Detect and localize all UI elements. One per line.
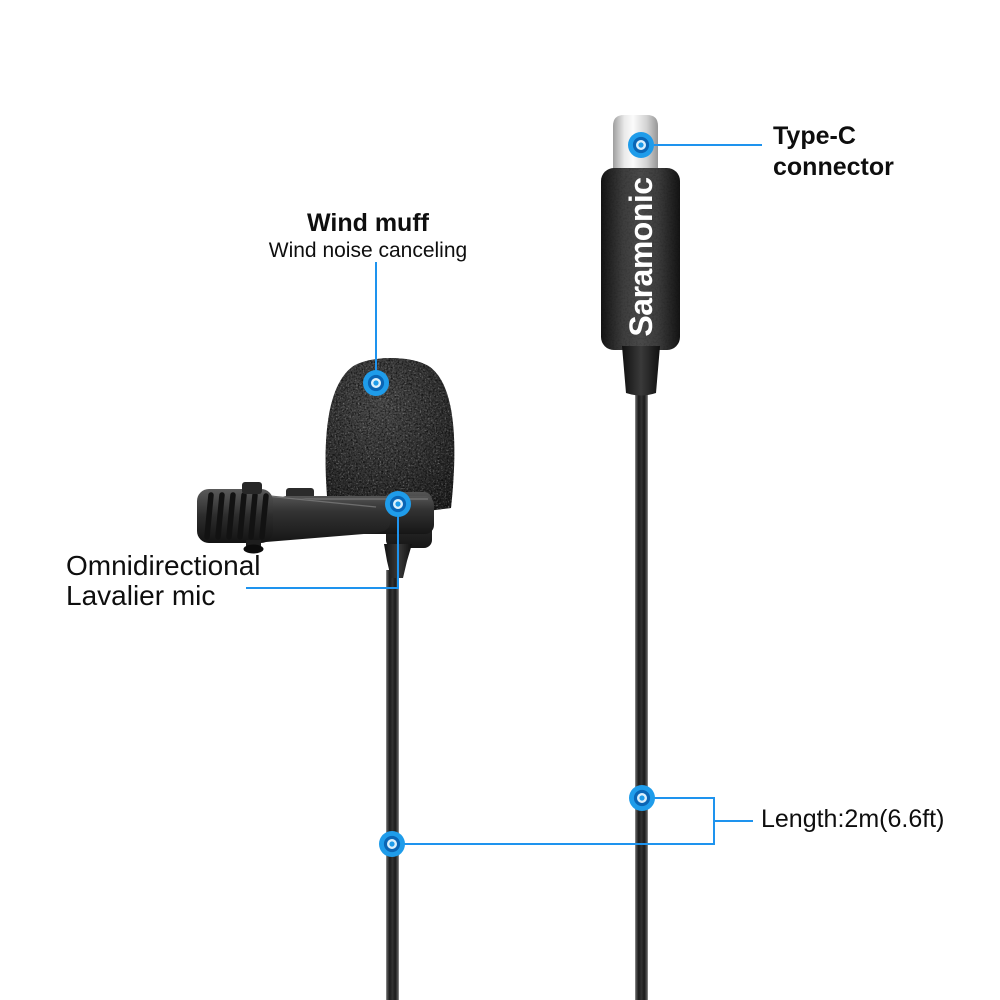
usb-c-connector: Saramonic xyxy=(601,115,680,1000)
clip-button xyxy=(242,482,262,494)
mic-cable xyxy=(386,570,399,1000)
length-callout-dot-connector-cable xyxy=(627,783,657,813)
brand-text: Saramonic xyxy=(623,177,659,336)
clip-arm-highlight xyxy=(265,495,377,508)
wind-muff-label: Wind muff Wind noise canceling xyxy=(236,208,500,262)
connector-body-texture xyxy=(601,168,680,350)
clip-screw-head xyxy=(243,544,264,554)
lav-mic-callout-dot xyxy=(383,489,413,519)
clip-arm xyxy=(266,495,390,542)
type-c-label-line1: Type-C xyxy=(773,122,856,150)
clip-screw-stem xyxy=(246,540,261,548)
connector-strain-relief xyxy=(622,346,660,396)
lav-mic-callout-line xyxy=(246,504,399,589)
length-callout-bracket xyxy=(392,797,715,845)
wind-muff-subtitle: Wind noise canceling xyxy=(268,239,468,262)
connector-cable xyxy=(635,388,648,1000)
lav-mic-label: Omnidirectional Lavalier mic xyxy=(66,551,261,611)
lav-mic-label-line1: Omnidirectional xyxy=(66,550,261,581)
lavalier-microphone xyxy=(197,358,455,1000)
lav-mic-label-line2: Lavalier mic xyxy=(66,580,216,611)
wind-muff-foam-texture-light xyxy=(325,358,455,513)
cable-length-label: Length:2m(6.6ft) xyxy=(761,805,945,833)
callout-lines xyxy=(246,144,762,845)
wind-muff-callout-dot xyxy=(361,368,391,398)
clip-grip-ridges xyxy=(204,492,269,540)
wind-muff-title: Wind muff xyxy=(307,209,429,237)
type-c-label: Type-C connector xyxy=(773,121,894,183)
length-callout-dot-mic-cable xyxy=(377,829,407,859)
type-c-callout-dot xyxy=(626,130,656,160)
type-c-label-line2: connector xyxy=(773,153,894,181)
